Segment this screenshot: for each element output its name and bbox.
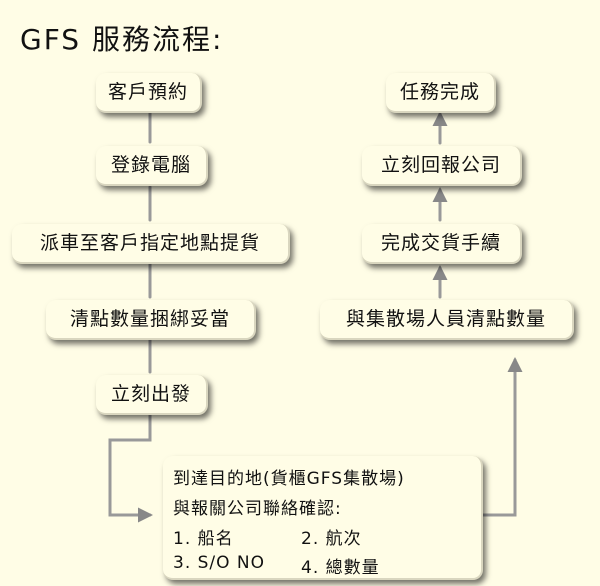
destination-line-1: 到達目的地(貨櫃GFS集散場) <box>173 469 405 489</box>
step-complete-delivery: 完成交貨手續 <box>362 224 522 264</box>
step-label: 立刻回報公司 <box>380 153 501 176</box>
step-customer-booking: 客戶預約 <box>96 73 202 113</box>
step-label: 派車至客戶指定地點提貨 <box>39 231 260 254</box>
checklist-item: 2. 航次 <box>301 529 362 549</box>
destination-line-2: 與報關公司聯絡確認: <box>173 499 342 519</box>
page-title: GFS 服務流程: <box>20 23 224 56</box>
step-label: 任務完成 <box>399 80 480 103</box>
checklist-item: 1. 船名 <box>173 529 234 549</box>
step-label: 立刻出發 <box>110 382 191 405</box>
step-register-computer: 登錄電腦 <box>96 146 208 186</box>
checklist-item: 4. 總數量 <box>301 558 380 578</box>
checklist-item: 3. S/O NO <box>173 553 266 573</box>
step-dispatch-truck: 派車至客戶指定地點提貨 <box>12 224 290 264</box>
step-report-to-company: 立刻回報公司 <box>362 146 522 186</box>
connector <box>108 408 153 523</box>
step-label: 清點數量捆綁妥當 <box>69 307 230 330</box>
destination-box: 到達目的地(貨櫃GFS集散場) 與報關公司聯絡確認: 1. 船名 2. 航次 3… <box>163 456 483 580</box>
step-label: 與集散場人員清點數量 <box>345 307 546 330</box>
step-depart-immediately: 立刻出發 <box>96 375 208 415</box>
step-task-complete: 任務完成 <box>386 73 496 113</box>
step-label: 客戶預約 <box>107 80 188 103</box>
step-count-with-yard-staff: 與集散場人員清點數量 <box>320 300 574 340</box>
step-count-and-bundle: 清點數量捆綁妥當 <box>46 300 256 340</box>
step-label: 完成交貨手續 <box>380 231 501 254</box>
step-label: 登錄電腦 <box>110 153 191 176</box>
connector <box>480 357 523 517</box>
